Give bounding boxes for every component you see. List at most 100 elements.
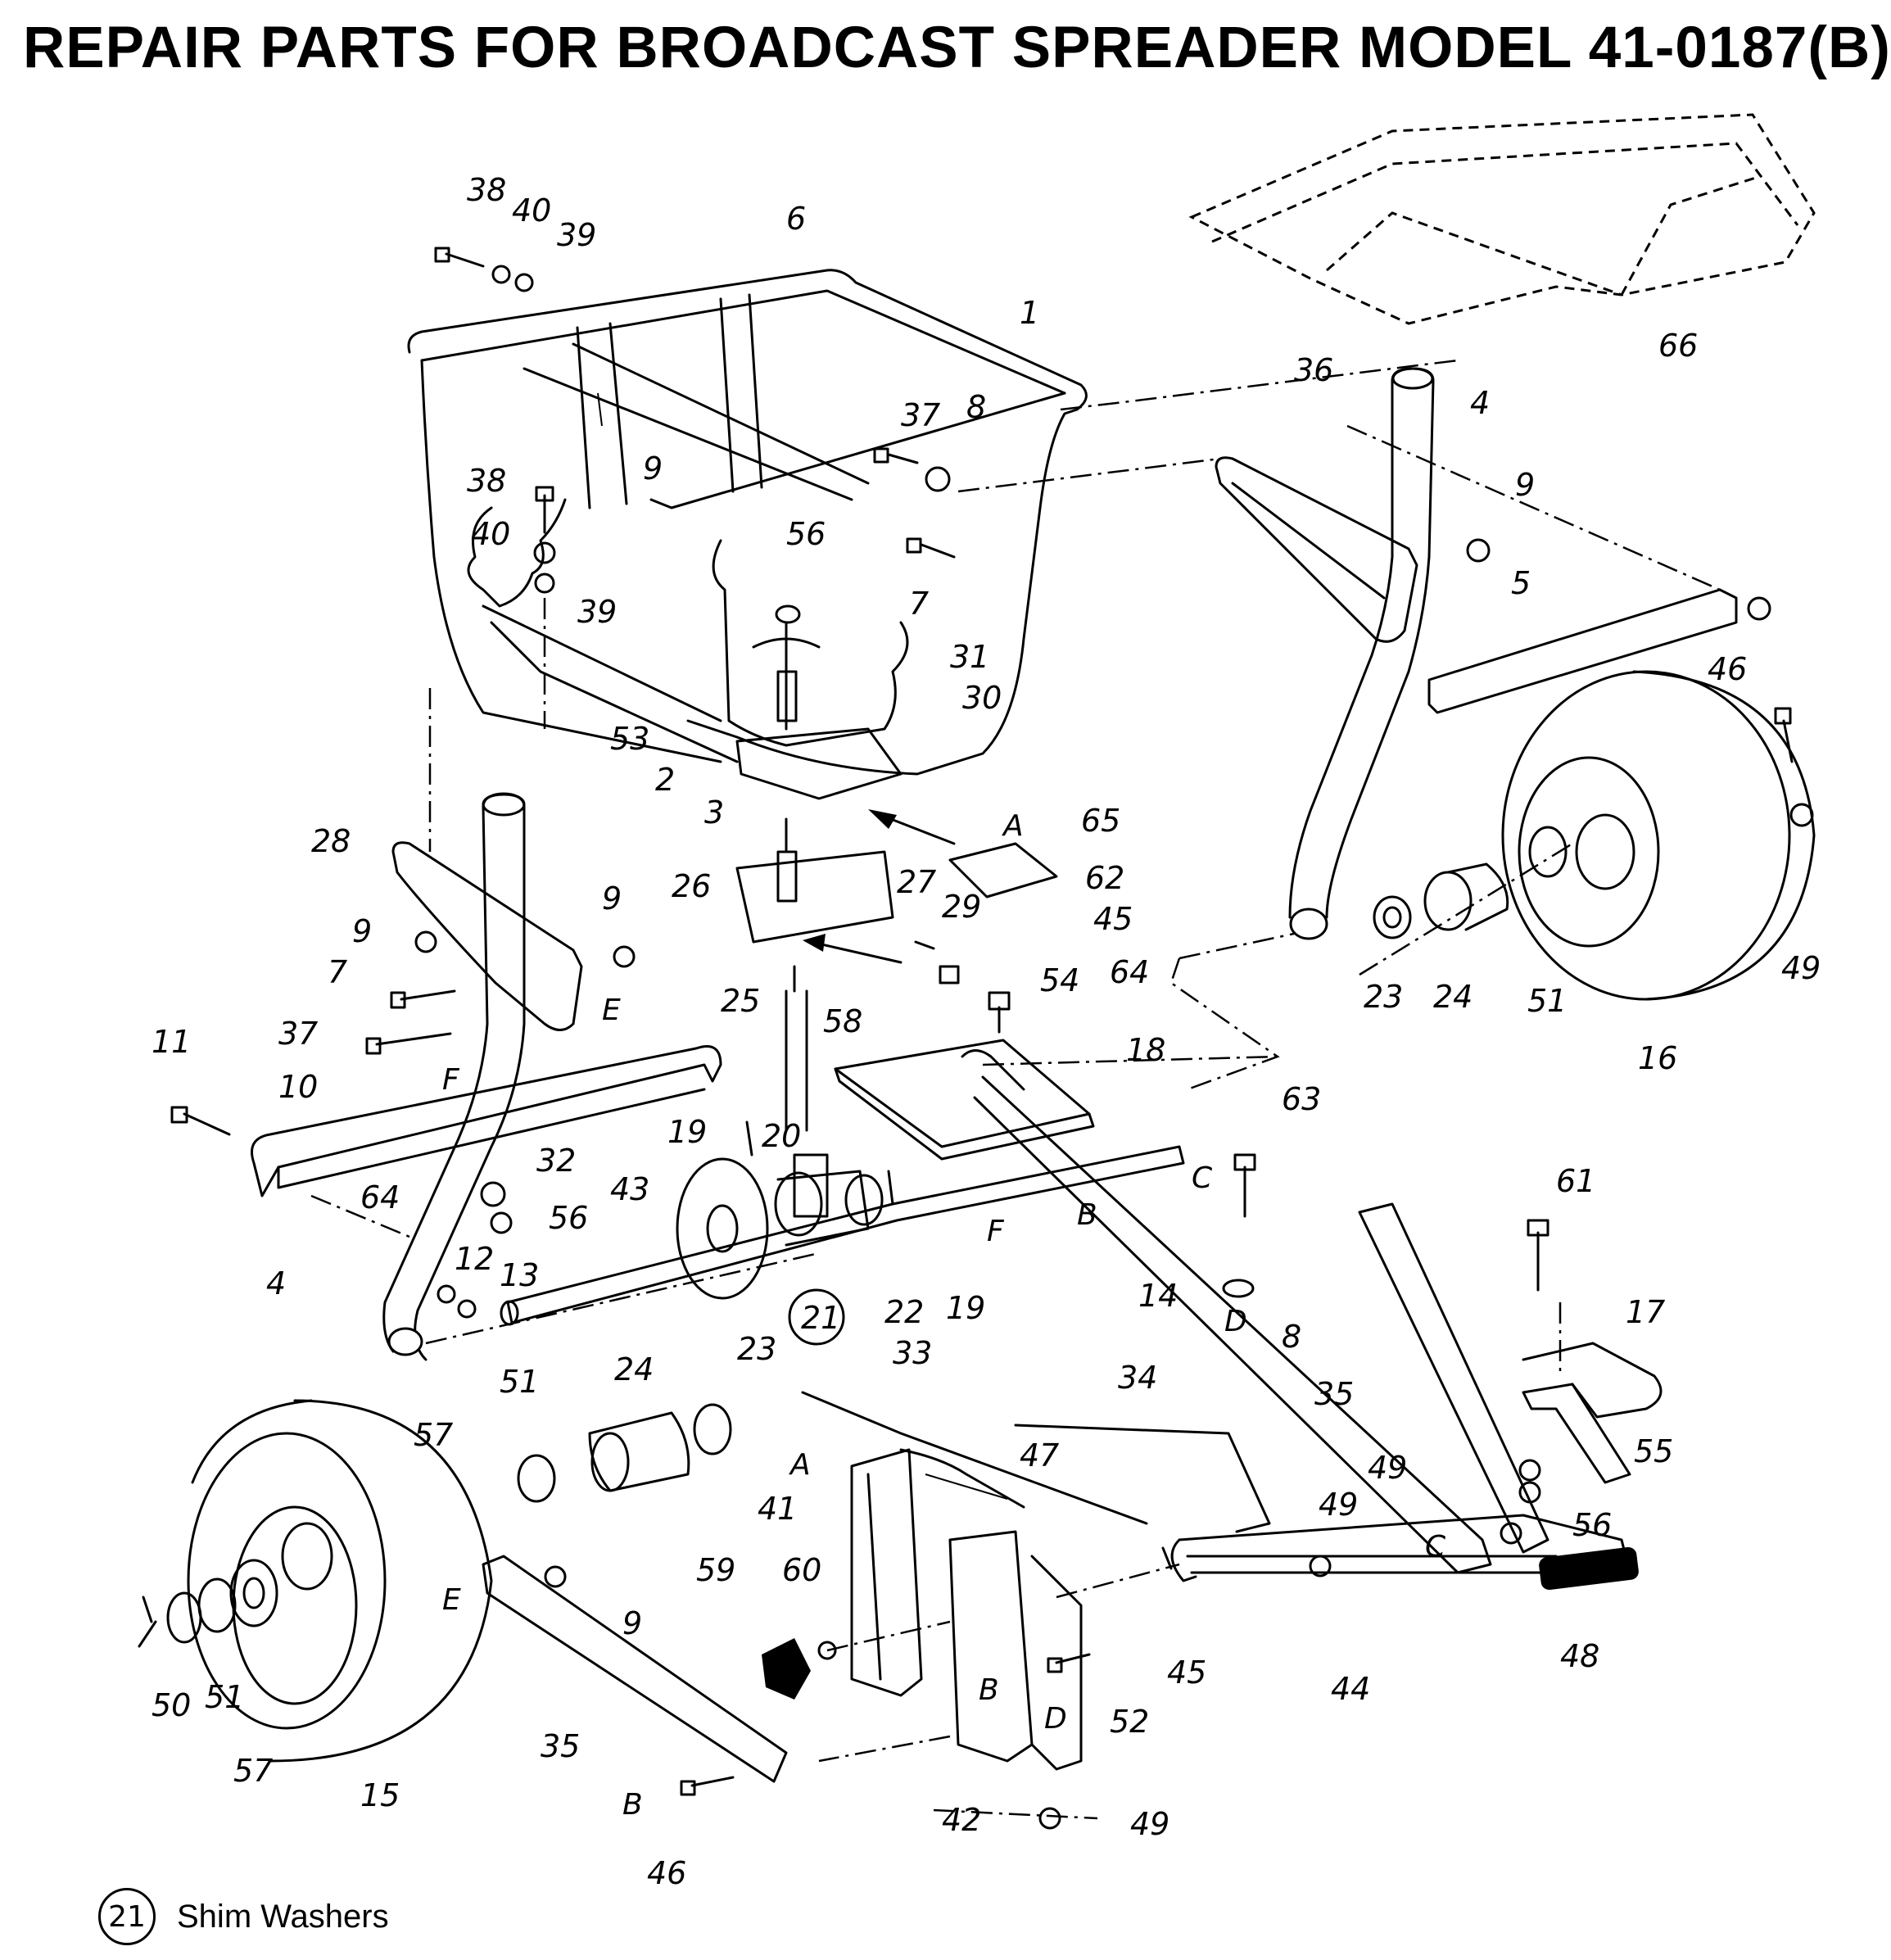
callout: 9 (352, 913, 372, 949)
callout: 7 (328, 954, 347, 990)
callout: 29 (942, 889, 981, 925)
callout: 23 (737, 1331, 776, 1367)
callout: 61 (1556, 1163, 1595, 1199)
callout: 19 (667, 1114, 707, 1150)
page-title: REPAIR PARTS FOR BROADCAST SPREADER MODE… (23, 16, 1891, 80)
legend-number-circle: 21 (98, 1888, 156, 1945)
letter-label: B (979, 1673, 999, 1707)
callout: 35 (541, 1728, 580, 1764)
callout: 42 (942, 1802, 981, 1838)
callout: 54 (1040, 962, 1079, 998)
legend: 21 Shim Washers (98, 1888, 389, 1945)
callout: 35 (1314, 1376, 1354, 1412)
callout: 11 (152, 1024, 191, 1060)
exploded-parts-diagram: 38 40 39 6 1 66 9 37 8 36 4 38 40 56 7 9… (138, 113, 1821, 1891)
callout: 15 (360, 1777, 400, 1813)
hopper (407, 269, 1088, 776)
assembly-lines (310, 359, 1721, 1820)
callout: 47 (1020, 1437, 1059, 1473)
callout: 37 (901, 397, 940, 433)
callout: 22 (884, 1294, 924, 1330)
callout: 48 (1560, 1638, 1599, 1674)
callout: 32 (536, 1143, 576, 1179)
callout: 60 (782, 1552, 821, 1588)
callout: 56 (786, 516, 826, 552)
callout: 27 (897, 864, 936, 900)
callout: 26 (672, 868, 711, 904)
callout: 30 (962, 680, 1002, 716)
callout: 49 (1130, 1806, 1169, 1842)
letter-label: E (442, 1583, 461, 1617)
right-wheel (1373, 670, 1816, 1001)
callout: 38 (467, 172, 506, 208)
callout: 40 (512, 192, 551, 229)
callout: 36 (1294, 352, 1333, 388)
callout: 5 (1511, 565, 1531, 601)
callout: 39 (577, 594, 617, 630)
letter-label: C (1425, 1530, 1446, 1564)
callout: 62 (1085, 860, 1124, 896)
callout: 65 (1081, 803, 1120, 839)
callout: 24 (614, 1351, 654, 1387)
letter-label: B (622, 1788, 643, 1822)
control-lever (1170, 1202, 1663, 1591)
callout: 43 (610, 1171, 649, 1207)
callout: 40 (471, 516, 510, 552)
callout: 8 (1282, 1319, 1301, 1355)
callout: 24 (1433, 979, 1473, 1015)
callout: 39 (557, 217, 596, 253)
letter-label: B (1077, 1198, 1097, 1232)
left-wheel (138, 1399, 788, 1783)
gearbox-plate (735, 604, 903, 800)
callout: 31 (950, 639, 989, 675)
left-handle-assembly (251, 792, 722, 1361)
callout: 13 (500, 1257, 539, 1293)
callout: 14 (1138, 1278, 1178, 1314)
callout: 16 (1638, 1040, 1677, 1076)
callout: 28 (311, 823, 351, 859)
callout: 53 (610, 721, 649, 757)
callout: 9 (643, 450, 663, 487)
callout: 9 (622, 1605, 642, 1641)
callout: 4 (266, 1265, 286, 1301)
callout: 51 (1527, 983, 1567, 1019)
callout: 49 (1781, 950, 1821, 986)
callout: 49 (1368, 1450, 1407, 1486)
callout: 46 (1708, 651, 1747, 687)
callout: 59 (696, 1552, 735, 1588)
callout: 51 (205, 1679, 244, 1715)
callout: 52 (1110, 1704, 1149, 1740)
callout: 2 (655, 762, 675, 798)
hopper-cover (1188, 113, 1816, 325)
callout: 1 (1020, 295, 1039, 331)
letter-label: F (987, 1215, 1005, 1248)
callout: 34 (1118, 1360, 1157, 1396)
callout: 8 (966, 389, 986, 425)
callout: 49 (1319, 1487, 1358, 1523)
letter-label: F (442, 1063, 460, 1097)
callout: 4 (1470, 385, 1490, 421)
callout-labels: 38 40 39 6 1 66 9 37 8 36 4 38 40 56 7 9… (152, 172, 1821, 1891)
callout: 9 (1515, 467, 1535, 503)
callout: 57 (414, 1417, 453, 1453)
callout: 17 (1626, 1294, 1665, 1330)
callout: 23 (1364, 979, 1403, 1015)
callout: 7 (909, 586, 929, 622)
callout: 50 (152, 1687, 191, 1723)
callout: 33 (893, 1335, 932, 1371)
main-axle (500, 1145, 1185, 1346)
letter-label: D (1224, 1305, 1247, 1338)
legend-text: Shim Washers (177, 1898, 389, 1935)
callout: 57 (233, 1753, 273, 1789)
callout: 64 (1110, 954, 1149, 990)
callout: 19 (946, 1290, 985, 1326)
callout: 58 (823, 1003, 862, 1039)
callout: 37 (278, 1016, 318, 1052)
frame-plate (834, 1039, 1492, 1574)
callout: 44 (1331, 1671, 1370, 1707)
callout: 10 (278, 1069, 318, 1105)
callout: 20 (762, 1118, 801, 1154)
callout: 45 (1093, 901, 1133, 937)
letter-label: A (1002, 809, 1024, 843)
callout: 56 (1572, 1507, 1612, 1543)
